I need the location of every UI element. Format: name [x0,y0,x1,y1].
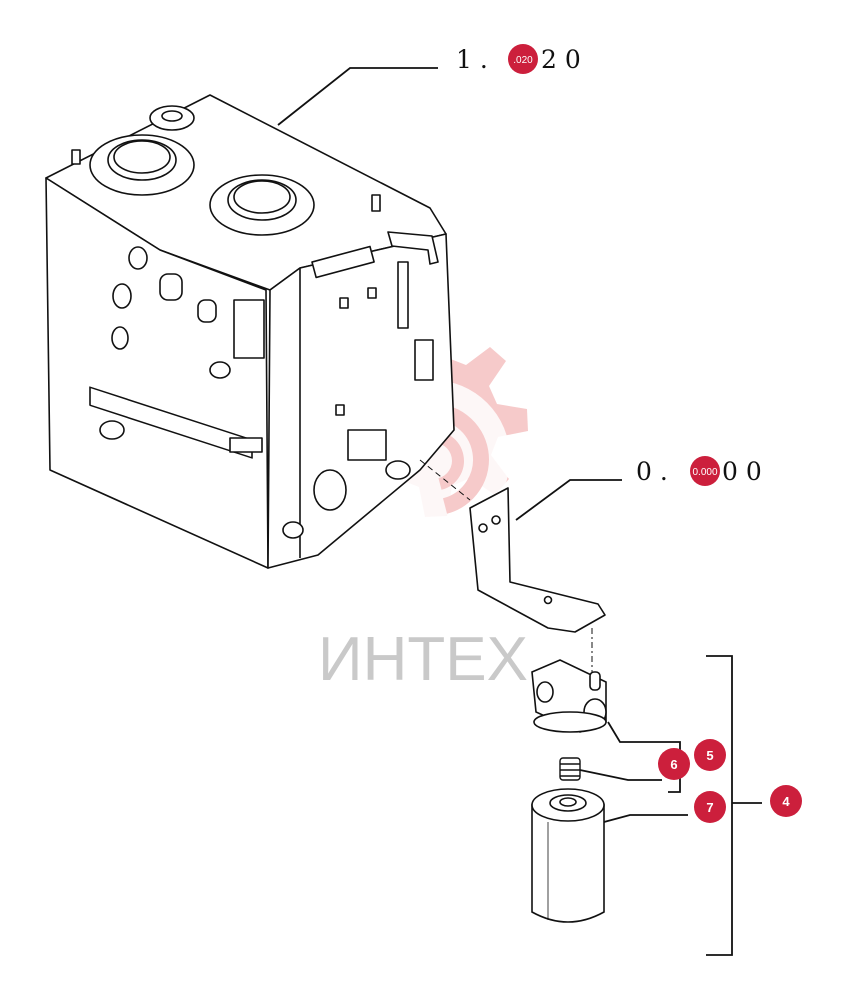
filter-cartridge [531,788,605,923]
filter-head [531,659,607,733]
tank-assembly [45,94,455,569]
callout-7-label: 7 [706,800,713,815]
watermark-text: ИНТЕХ [318,625,528,694]
callout-5-label: 5 [706,748,713,763]
callout-5[interactable]: 5 [694,739,726,771]
reference-top-badge-label: .020 [513,55,533,66]
callout-4[interactable]: 4 [770,785,802,817]
reference-bracket-badge [690,456,720,486]
leader-lines [277,67,762,956]
reference-bracket-prefix: 0 . [636,457,668,486]
mounting-bracket [469,487,606,633]
reference-bracket: 0 . 0.000 0 0 [636,456,762,486]
reference-top: 1 . .020 2 0 [456,44,581,74]
nipple-fitting [559,757,581,781]
callout-6-label: 6 [670,757,677,772]
callout-6[interactable]: 6 [658,748,690,780]
callout-4-label: 4 [782,794,790,809]
callout-7[interactable]: 7 [694,791,726,823]
reference-top-suffix: 2 0 [541,45,581,74]
reference-top-prefix: 1 . [456,45,488,74]
reference-bracket-badge-label: 0.000 [692,467,717,478]
reference-top-badge [508,44,538,74]
reference-bracket-suffix: 0 0 [722,457,762,486]
